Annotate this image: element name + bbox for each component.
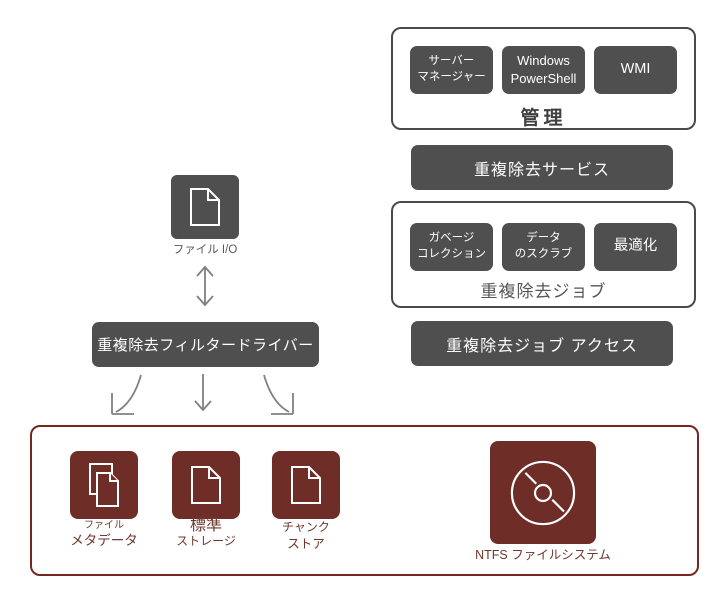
file-io-tile — [171, 175, 239, 239]
server-manager-label-line1: サーバー — [428, 55, 475, 68]
chunk-store-label-line1: チャンク — [282, 520, 330, 534]
file-metadata-tile — [70, 451, 138, 519]
file-metadata-label-line2: メタデータ — [70, 533, 138, 548]
file-metadata-label: ファイル メタデータ — [49, 519, 159, 550]
dedup-service-bar: 重複除去サービス — [411, 145, 673, 190]
ntfs-file-system-tile — [490, 441, 596, 544]
curved-arrow-right-icon — [263, 374, 290, 413]
dedup-job-access-bar: 重複除去ジョブ アクセス — [411, 321, 673, 366]
management-group-title: 管理 — [520, 108, 567, 129]
standard-storage-tile — [172, 451, 240, 519]
dedup-jobs-group-title: 重複除去ジョブ — [480, 282, 607, 301]
optimization-box: 最適化 — [594, 223, 677, 271]
curved-arrow-left-icon — [115, 374, 142, 413]
data-scrubbing-box: データ のスクラブ — [502, 223, 585, 271]
windows-powershell-box: Windows PowerShell — [502, 46, 585, 94]
garbage-collection-box: ガベージ コレクション — [410, 223, 493, 271]
ntfs-file-system-label: NTFS ファイルシステム — [475, 548, 611, 562]
double-arrow-icon — [196, 265, 214, 307]
data-scrubbing-label-line1: データ — [526, 232, 561, 245]
garbage-collection-label-line1: ガベージ — [428, 232, 475, 245]
management-items-row: サーバー マネージャー Windows PowerShell WMI — [393, 46, 694, 94]
windows-powershell-label-line2: PowerShell — [510, 71, 577, 86]
garbage-collection-label-line2: コレクション — [417, 248, 486, 260]
file-icon — [190, 188, 220, 226]
jobs-items-row: ガベージ コレクション データ のスクラブ 最適化 — [393, 223, 694, 271]
data-scrubbing-label-line2: のスクラブ — [514, 248, 573, 260]
copy-files-icon — [89, 463, 119, 507]
dedup-filter-driver-bar: 重複除去フィルタードライバー — [92, 322, 319, 367]
standard-storage-label-line2: ストレージ — [176, 533, 236, 548]
file-icon — [191, 466, 221, 504]
chunk-store-tile — [272, 451, 340, 519]
server-manager-box: サーバー マネージャー — [410, 46, 493, 94]
file-io-label: ファイル I/O — [172, 244, 238, 256]
chunk-store-label: チャンク ストア — [251, 520, 361, 552]
file-metadata-label-line1: ファイル — [84, 520, 124, 531]
dedup-jobs-group-box: ガベージ コレクション データ のスクラブ 最適化 重複除去ジョブ — [391, 201, 696, 308]
windows-powershell-label-line1: Windows — [517, 53, 570, 69]
wmi-label: WMI — [620, 61, 651, 78]
fan-out-arrows-icon — [111, 374, 294, 415]
management-group-box: サーバー マネージャー Windows PowerShell WMI 管理 — [391, 27, 696, 130]
standard-storage-label: 標準 ストレージ — [151, 516, 261, 549]
server-manager-label-line2: マネージャー — [417, 71, 486, 83]
chunk-store-label-line2: ストア — [287, 536, 325, 551]
optimization-label: 最適化 — [613, 238, 658, 255]
standard-storage-label-line1: 標準 — [189, 517, 222, 534]
wmi-box: WMI — [594, 46, 677, 94]
disk-icon — [510, 460, 576, 525]
file-icon — [291, 466, 321, 504]
